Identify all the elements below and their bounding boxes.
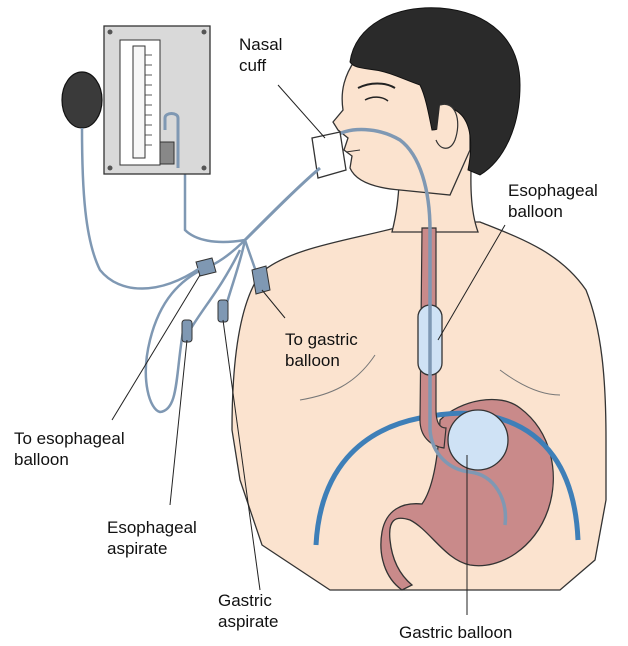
tube-to-gauge (185, 165, 245, 242)
label-nasal-cuff: Nasal cuff (239, 34, 282, 76)
gauge-column (133, 46, 145, 158)
label-to-esophageal-balloon: To esophageal balloon (14, 428, 125, 470)
aspirate-port-esophageal (182, 320, 192, 342)
aspirate-port-gastric (218, 300, 228, 322)
gauge-screw-br (202, 166, 207, 171)
torso (232, 222, 606, 590)
label-esophageal-balloon: Esophageal balloon (508, 180, 598, 222)
label-gastric-aspirate: Gastric aspirate (218, 590, 278, 632)
tube-main (245, 168, 320, 240)
gauge-screw-tr (202, 30, 207, 35)
gastric-balloon (448, 410, 508, 470)
gauge-screw-tl (108, 30, 113, 35)
gauge-valve (160, 142, 174, 164)
label-to-gastric-balloon: To gastric balloon (285, 329, 358, 371)
tube-loop (146, 268, 205, 412)
gauge-screw-bl (108, 166, 113, 171)
clamp-1 (196, 258, 216, 276)
inflation-bulb (62, 72, 102, 128)
label-gastric-balloon: Gastric balloon (399, 622, 512, 643)
label-esophageal-aspirate: Esophageal aspirate (107, 517, 197, 559)
